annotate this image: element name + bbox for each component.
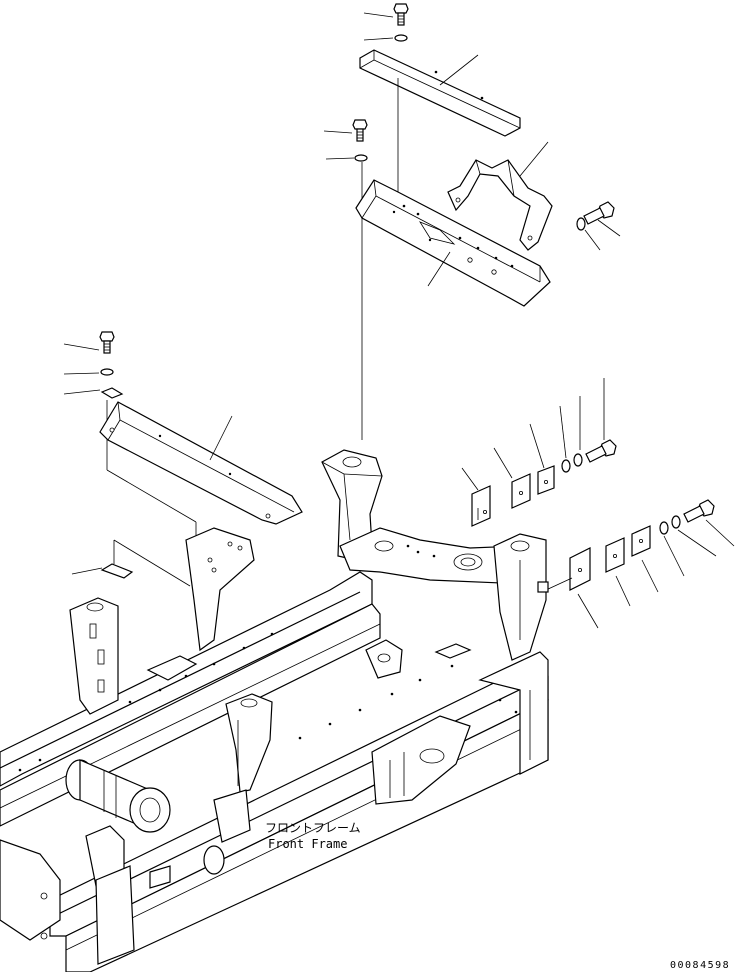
mid-washer (354, 154, 368, 162)
top-bolt (393, 3, 409, 26)
front-frame-label-en: Front Frame (268, 837, 347, 851)
lower-clip (100, 563, 134, 579)
left-bolt (99, 331, 115, 354)
left-washer (100, 368, 114, 376)
upper-bolt (585, 439, 617, 463)
bracket-washer (576, 217, 586, 231)
top-washer (394, 34, 408, 42)
front-frame (0, 449, 549, 973)
bracket-bolt (583, 201, 615, 225)
mid-bolt (352, 119, 368, 142)
upper-nut (561, 459, 571, 473)
upper-washer (573, 453, 583, 467)
left-clip (100, 387, 124, 399)
upper-crossmember (355, 179, 551, 307)
lower-bolt (683, 499, 715, 523)
left-cover-plate (99, 401, 303, 525)
front-frame-label-jp: フロントフレーム (265, 821, 361, 835)
lower-shim-set (569, 525, 651, 591)
lower-nut (659, 521, 669, 535)
lower-washer (671, 515, 681, 529)
bent-bracket (447, 159, 553, 251)
drawing-number: 00084598 (670, 960, 730, 971)
upper-shim-set (471, 465, 555, 527)
top-cover-plate (359, 49, 521, 137)
